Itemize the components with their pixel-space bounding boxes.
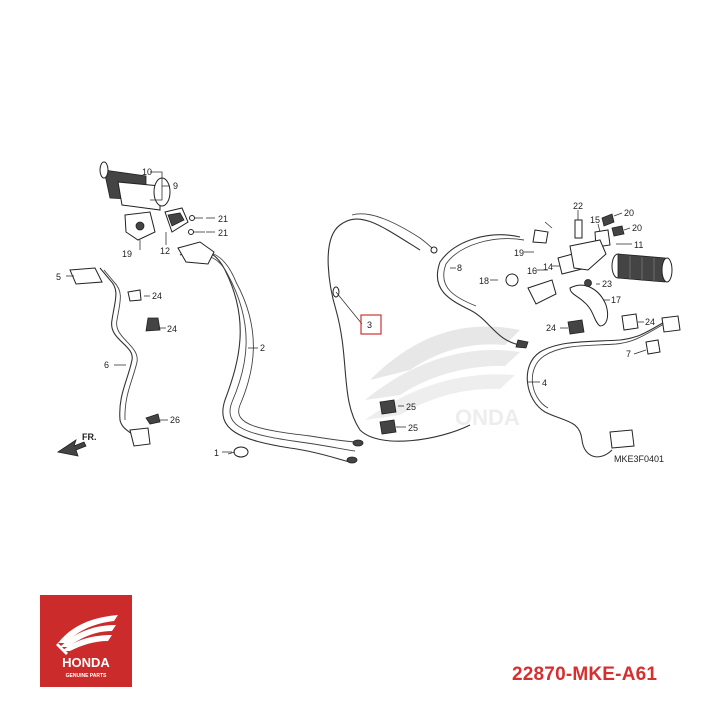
diagram-code: MKE3F0401 xyxy=(614,454,664,464)
callout-17: 17 xyxy=(611,295,621,305)
callout-11: 11 xyxy=(634,240,643,250)
callout-6: 6 xyxy=(104,360,109,370)
callout-16: 16 xyxy=(527,266,537,276)
callout-25-a: 25 xyxy=(406,402,416,412)
callout-25-b: 25 xyxy=(408,423,418,433)
callout-19: 19 xyxy=(514,248,524,258)
callout-20-a: 20 xyxy=(624,208,634,218)
svg-text:ONDA: ONDA xyxy=(455,405,520,430)
callout-4: 4 xyxy=(542,378,547,388)
callout-24-a: 24 xyxy=(152,291,162,301)
front-label: FR. xyxy=(82,432,97,442)
callout-8: 8 xyxy=(457,263,462,273)
callout-21-b: 21 xyxy=(218,228,228,238)
callout-18: 18 xyxy=(479,276,489,286)
clutch-lever-assembly xyxy=(505,213,625,327)
throttle-grip xyxy=(99,161,171,211)
callout-3: 3 xyxy=(367,320,372,330)
callout-7: 7 xyxy=(626,349,631,359)
callout-21-a: 21 xyxy=(218,214,228,224)
cable-clips xyxy=(379,399,397,435)
callout-24-c: 24 xyxy=(546,323,556,333)
callout-23: 23 xyxy=(602,279,612,289)
callout-13: 19 xyxy=(122,249,132,259)
callout-24-d: 24 xyxy=(645,317,655,327)
callout-20-b: 20 xyxy=(632,223,642,233)
callout-1: 1 xyxy=(214,448,219,458)
callout-5: 5 xyxy=(56,272,61,282)
callout-2: 2 xyxy=(260,343,265,353)
throttle-housing xyxy=(124,207,205,241)
cable-clamp xyxy=(227,446,249,458)
logo-tagline: GENUINE PARTS xyxy=(66,673,107,679)
honda-wing-icon xyxy=(56,615,118,655)
callout-12: 12 xyxy=(160,246,170,256)
callout-14: 14 xyxy=(543,262,553,272)
callout-9: 9 xyxy=(173,181,178,191)
left-switch-harness xyxy=(69,267,161,447)
callout-24-b: 24 xyxy=(167,324,177,334)
callout-26: 26 xyxy=(170,415,180,425)
watermark-wing: ONDA xyxy=(365,326,520,430)
throttle-cables xyxy=(177,241,364,464)
callout-22: 22 xyxy=(573,201,583,211)
front-direction-marker: FR. xyxy=(56,432,97,457)
callout-15: 15 xyxy=(590,215,600,225)
highlight-box xyxy=(360,314,382,335)
right-switch-harness xyxy=(526,313,681,458)
highlighted-callout-3[interactable]: 3 xyxy=(360,314,382,335)
callout-leaders xyxy=(66,171,647,453)
clutch-switch-harness xyxy=(436,229,549,349)
part-number: 22870-MKE-A61 xyxy=(512,664,658,685)
callout-10: 10 xyxy=(142,167,152,177)
left-grip xyxy=(611,253,673,283)
logo-brand: HONDA xyxy=(62,655,110,670)
callout-labels: 10 9 19 12 21 21 2 5 6 24 24 26 1 25 25 … xyxy=(56,167,664,464)
honda-logo: HONDA GENUINE PARTS xyxy=(40,595,132,687)
